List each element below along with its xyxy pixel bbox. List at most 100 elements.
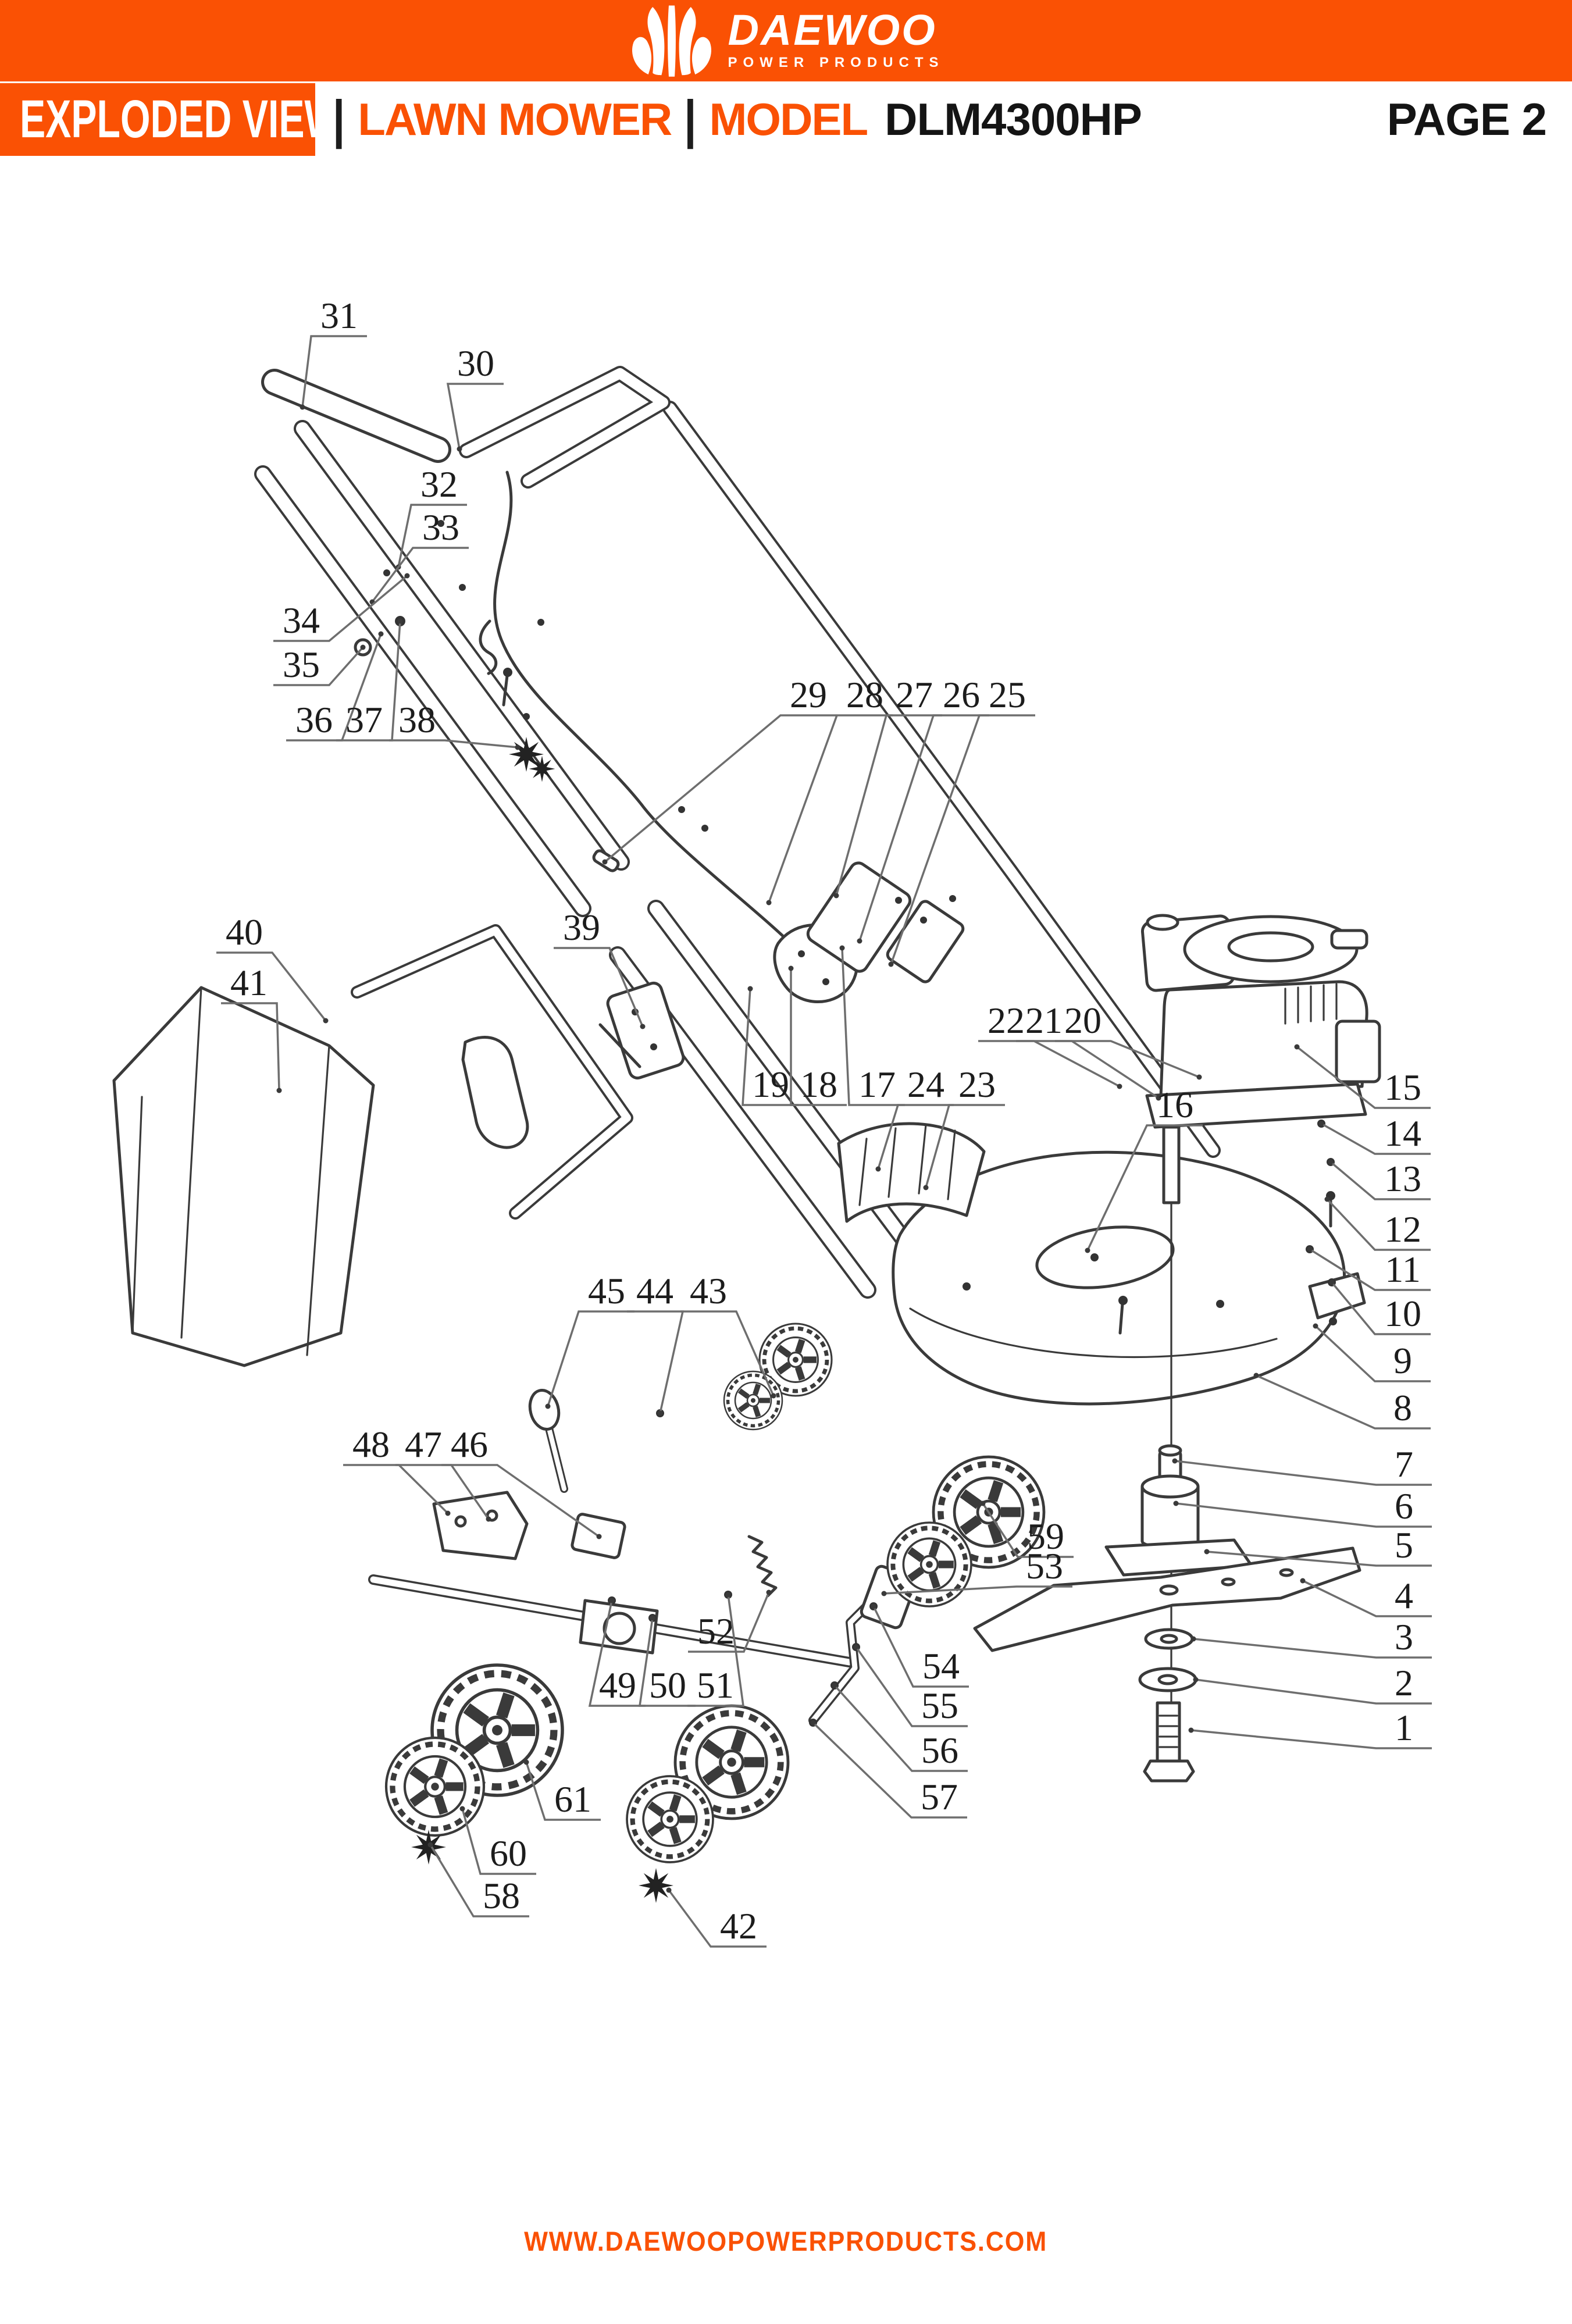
part-callout-33: 33 — [369, 507, 469, 605]
brand-tagline: POWER PRODUCTS — [728, 54, 944, 70]
part-callout-17: 17 — [839, 945, 905, 1106]
part-callout-28: 28 — [766, 674, 893, 906]
footer: WWW.DAEWOOPOWERPRODUCTS.COM — [0, 2225, 1572, 2257]
part-callout-57: 57 — [810, 1720, 967, 1819]
part-callout-18: 18 — [788, 965, 847, 1106]
part-callout-9: 9 — [1313, 1323, 1431, 1382]
part-callout-6: 6 — [1173, 1485, 1432, 1528]
svg-text:2: 2 — [1395, 1662, 1413, 1703]
logo-text: DAEWOO POWER PRODUCTS — [728, 6, 944, 70]
separator-bar: | — [333, 90, 345, 149]
svg-text:13: 13 — [1384, 1158, 1421, 1199]
part-callout-41: 41 — [221, 962, 282, 1093]
svg-text:60: 60 — [490, 1833, 527, 1874]
daewoo-fan-icon — [632, 5, 712, 77]
svg-text:35: 35 — [283, 644, 320, 685]
category-label: LAWN MOWER — [358, 94, 672, 145]
svg-text:1: 1 — [1395, 1707, 1413, 1748]
badge-label: EXPLODED VIEW — [20, 90, 341, 149]
svg-text:45: 45 — [588, 1270, 625, 1311]
svg-text:24: 24 — [907, 1064, 944, 1105]
svg-text:22: 22 — [988, 1000, 1025, 1041]
svg-text:9: 9 — [1393, 1340, 1412, 1381]
part-callout-2: 2 — [1193, 1662, 1432, 1705]
part-callout-40: 40 — [216, 911, 329, 1024]
brand-band: DAEWOO POWER PRODUCTS — [0, 0, 1572, 81]
separator-bar: | — [684, 90, 697, 149]
svg-text:47: 47 — [405, 1424, 442, 1465]
part-callout-24: 24 — [875, 1064, 954, 1172]
svg-text:55: 55 — [921, 1685, 958, 1726]
svg-text:54: 54 — [922, 1645, 960, 1687]
svg-text:59: 59 — [1027, 1516, 1064, 1557]
svg-text:50: 50 — [649, 1664, 686, 1706]
part-callout-20: 20 — [1055, 1000, 1202, 1080]
part-callout-43: 43 — [680, 1270, 776, 1399]
svg-text:18: 18 — [800, 1064, 837, 1105]
part-callout-26: 26 — [857, 674, 989, 944]
daewoo-logo: DAEWOO POWER PRODUCTS — [628, 4, 944, 77]
page-number-label: PAGE 2 — [1386, 94, 1547, 145]
part-callout-49: 49 — [588, 1598, 646, 1707]
part-callout-42: 42 — [666, 1887, 767, 1948]
part-callout-1: 1 — [1188, 1707, 1432, 1749]
deck-group — [837, 1122, 1366, 1406]
svg-text:21: 21 — [1025, 1000, 1063, 1041]
part-callout-19: 19 — [742, 986, 799, 1106]
part-callout-10: 10 — [1329, 1279, 1431, 1335]
svg-text:32: 32 — [420, 464, 458, 505]
svg-text:52: 52 — [697, 1610, 735, 1652]
page-number: PAGE 2 — [1386, 83, 1547, 156]
svg-text:14: 14 — [1384, 1113, 1421, 1154]
part-callout-51: 51 — [687, 1592, 745, 1707]
engine-group — [1140, 914, 1381, 1773]
svg-text:33: 33 — [422, 507, 459, 548]
svg-text:41: 41 — [230, 962, 268, 1003]
title-bar: EXPLODED VIEW | LAWN MOWER | MODEL DLM43… — [0, 83, 1572, 156]
part-callout-45: 45 — [545, 1270, 634, 1409]
part-callout-11: 11 — [1307, 1246, 1431, 1291]
svg-text:7: 7 — [1395, 1443, 1413, 1485]
part-callout-50: 50 — [638, 1615, 696, 1707]
part-callout-8: 8 — [1253, 1373, 1431, 1430]
svg-text:15: 15 — [1384, 1067, 1421, 1108]
svg-text:23: 23 — [958, 1064, 996, 1105]
svg-text:30: 30 — [457, 343, 494, 384]
svg-text:58: 58 — [483, 1875, 520, 1916]
part-callout-16: 16 — [1085, 1084, 1203, 1253]
handle-group — [254, 366, 1221, 1299]
axle-group — [368, 1389, 918, 1725]
part-callout-46: 46 — [441, 1424, 602, 1539]
part-callout-61: 61 — [523, 1759, 601, 1821]
svg-text:48: 48 — [352, 1424, 390, 1465]
part-callout-59: 59 — [980, 1500, 1074, 1558]
svg-text:36: 36 — [295, 699, 333, 740]
svg-text:51: 51 — [697, 1664, 734, 1706]
part-callout-53: 53 — [881, 1545, 1072, 1596]
part-callout-31: 31 — [300, 295, 367, 410]
svg-text:40: 40 — [226, 911, 263, 953]
model-number: DLM4300HP — [885, 94, 1142, 145]
svg-text:37: 37 — [345, 699, 383, 740]
svg-text:3: 3 — [1395, 1616, 1413, 1658]
blade-assembly-group — [973, 1444, 1361, 1783]
part-callout-34: 34 — [273, 573, 410, 642]
svg-text:56: 56 — [921, 1730, 958, 1771]
svg-text:31: 31 — [320, 295, 358, 336]
model-label: MODEL — [709, 94, 868, 145]
part-callout-29: 29 — [602, 674, 836, 865]
svg-text:20: 20 — [1064, 1000, 1102, 1041]
part-callout-25: 25 — [888, 674, 1035, 967]
part-callout-39: 39 — [554, 907, 646, 1029]
part-callout-60: 60 — [459, 1806, 536, 1875]
svg-text:19: 19 — [752, 1064, 789, 1105]
part-callout-56: 56 — [832, 1683, 968, 1772]
part-callout-44: 44 — [627, 1270, 685, 1416]
svg-text:4: 4 — [1395, 1575, 1413, 1616]
part-callout-52: 52 — [688, 1589, 772, 1653]
part-callout-36: 36 — [286, 631, 384, 742]
brand-name: DAEWOO — [728, 6, 937, 55]
